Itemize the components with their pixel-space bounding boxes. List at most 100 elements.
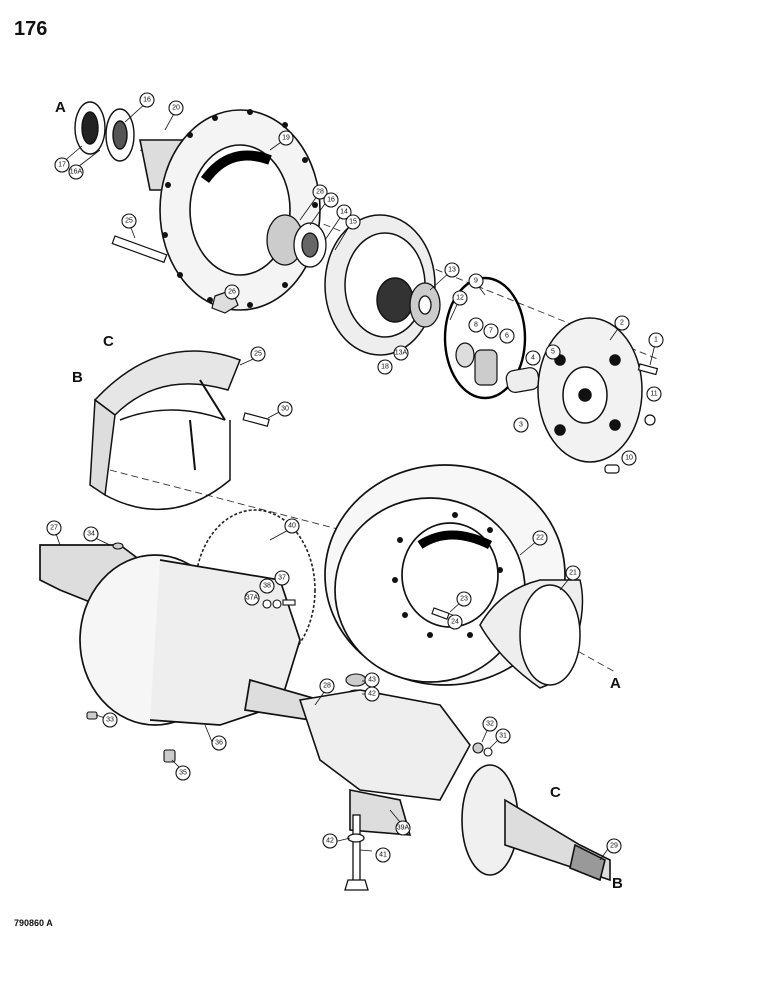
svg-text:10: 10 [625,455,633,462]
callout: 29 [606,838,622,854]
callout: 12 [452,290,468,306]
svg-text:11: 11 [650,391,657,398]
callout: 13 [444,262,460,278]
svg-text:25: 25 [125,218,133,225]
callout: 7 [483,323,499,339]
ref-letter: A [55,99,66,116]
ref-letter: C [550,784,561,801]
svg-text:30: 30 [281,406,289,413]
svg-text:21: 21 [569,570,577,577]
callout: 20 [168,100,184,116]
callout: 42 [364,686,380,702]
callout: 5 [545,344,561,360]
svg-text:25: 25 [254,351,262,358]
callout: 16 [139,92,155,108]
callout: 26 [224,284,240,300]
callouts: 16 20 19 17 16A 28 16 14 15 25 26 13 9 1… [46,92,664,863]
callout: 42 [322,833,338,849]
svg-text:24: 24 [451,619,459,626]
ref-letter: C [103,333,114,350]
svg-text:33: 33 [106,717,114,724]
callout: 36 [211,735,227,751]
callout: 6 [499,328,515,344]
svg-text:5: 5 [551,349,555,356]
svg-text:13: 13 [448,267,456,274]
ring-gear-part [324,214,436,356]
callout: 18 [377,359,393,375]
svg-text:27: 27 [50,525,58,532]
nut-washer-part [472,742,493,757]
svg-text:12: 12 [456,295,464,302]
svg-text:16: 16 [143,97,151,104]
svg-text:42: 42 [326,838,334,845]
retainer-cone-part [479,579,584,689]
svg-text:16: 16 [327,197,335,204]
end-cover-part [537,317,643,463]
svg-text:40: 40 [288,523,296,530]
callout: 32 [482,716,498,732]
callout: 28 [312,184,328,200]
callout: 21 [565,565,581,581]
callout: 11 [646,386,662,402]
svg-text:17: 17 [58,162,66,169]
callout: 41 [375,847,391,863]
ref-letter: B [612,875,623,892]
callout: 19 [278,130,294,146]
svg-text:35: 35 [179,770,187,777]
thrust-plug-part [505,367,540,393]
callout: 37A [244,590,260,606]
svg-text:34: 34 [87,531,95,538]
drum-bolt-holes [392,512,503,638]
callout: 17 [54,157,70,173]
svg-text:28: 28 [323,683,331,690]
callout: 27 [46,520,62,536]
svg-text:16A: 16A [70,169,83,176]
axle-housing-part [39,544,322,726]
sun-gear-part [455,342,498,386]
inner-bearing-part [266,214,327,268]
brake-shoe-part [89,350,241,511]
svg-text:26: 26 [228,289,236,296]
svg-text:6: 6 [505,333,509,340]
callout: 28 [319,678,335,694]
page-number: 176 [14,18,48,40]
pivot-bolt-part [344,814,369,891]
callout: 33 [102,712,118,728]
callout: 39A [395,820,411,836]
svg-text:29: 29 [610,843,618,850]
brake-pin-part [242,412,270,427]
callout: 9 [468,273,484,289]
bearing-cone-part [105,108,135,162]
svg-text:39A: 39A [397,825,410,832]
brake-drum-part [324,464,566,686]
callout: 22 [532,530,548,546]
callout: 34 [83,526,99,542]
callout: 15 [345,214,361,230]
callout: 31 [495,728,511,744]
pivot-bracket-part [298,689,471,836]
planet-gear-part [409,282,441,328]
svg-text:41: 41 [379,852,387,859]
svg-text:20: 20 [172,105,180,112]
callout: 24 [447,614,463,630]
callout: 4 [525,350,541,366]
svg-text:38: 38 [263,583,271,590]
callout: 25 [250,346,266,362]
ref-letter: B [72,369,83,386]
svg-text:28: 28 [316,189,324,196]
callout: 3 [513,417,529,433]
svg-text:43: 43 [368,677,376,684]
svg-text:37: 37 [278,575,286,582]
svg-text:32: 32 [486,721,494,728]
figure-code: 790860 A [14,918,53,928]
reference-letters: A B C A B C [55,99,623,892]
callout: 14 [336,204,352,220]
svg-text:36: 36 [215,740,223,747]
callout: 8 [468,317,484,333]
svg-text:31: 31 [499,733,507,740]
svg-text:9: 9 [474,278,478,285]
svg-text:13A: 13A [395,350,408,357]
callout: 37 [274,570,290,586]
callout: 2 [614,315,630,331]
